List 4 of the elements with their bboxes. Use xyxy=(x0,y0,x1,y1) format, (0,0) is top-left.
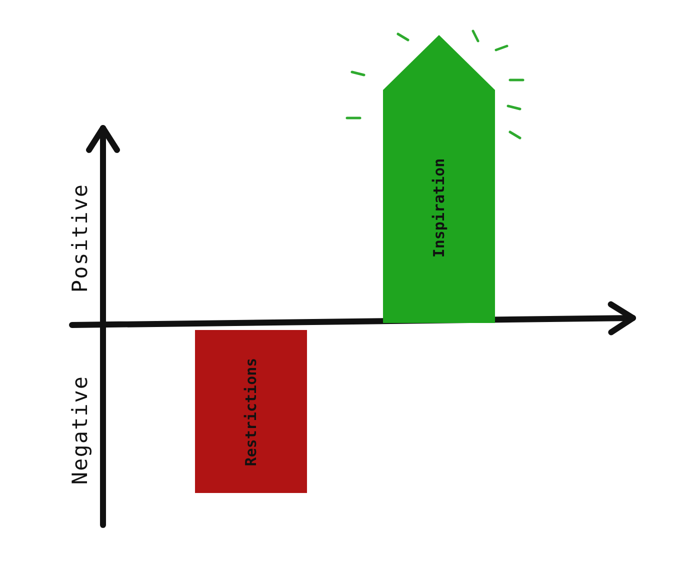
axis-label: Negative xyxy=(68,375,92,485)
bar-label: Inspiration xyxy=(430,158,448,258)
axis-label: Positive xyxy=(68,183,92,293)
bar-label: Restrictions xyxy=(242,357,260,466)
